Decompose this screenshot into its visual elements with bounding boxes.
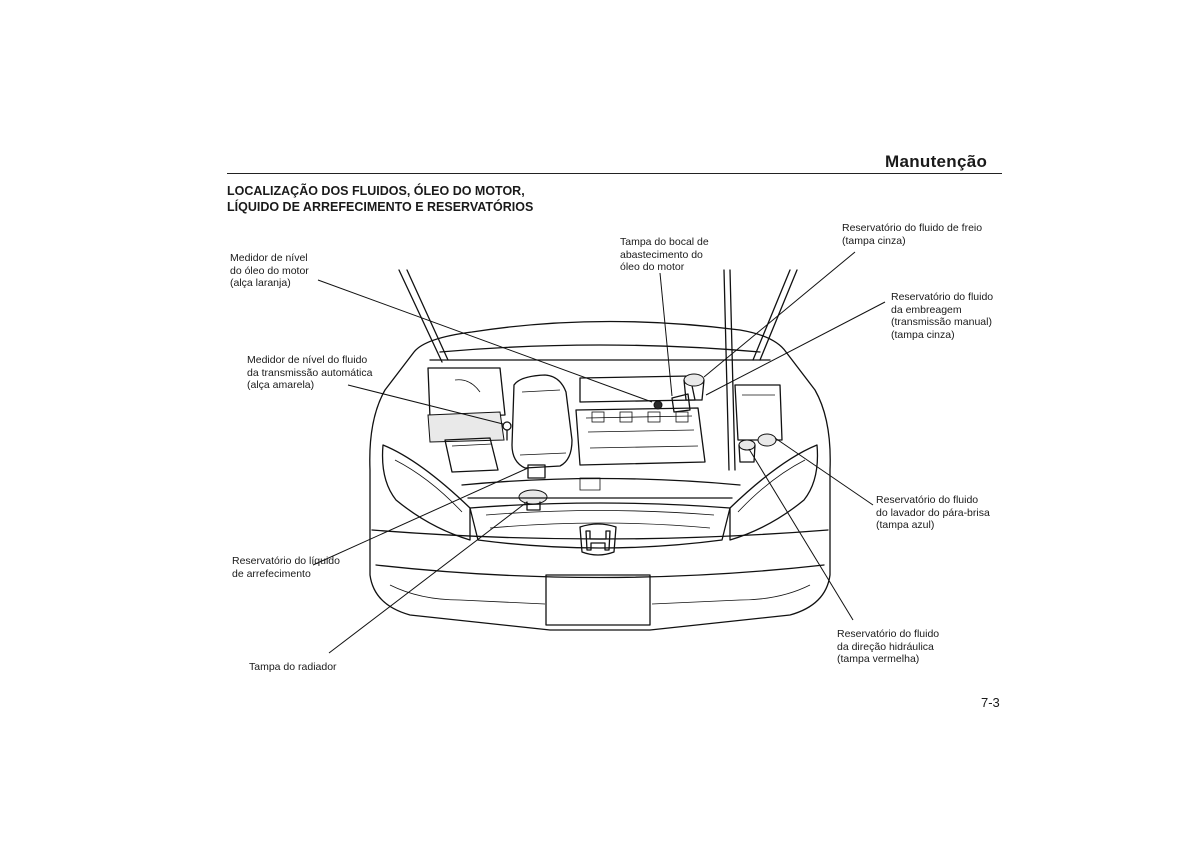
label-line: da direção hidráulica <box>837 640 934 653</box>
label-line: (transmissão manual) <box>891 316 992 329</box>
leader-brake-fluid <box>703 251 856 378</box>
page-heading-line-1: LOCALIZAÇÃO DOS FLUIDOS, ÓLEO DO MOTOR, <box>227 184 525 198</box>
label-line: do óleo do motor <box>230 264 309 277</box>
leader-atf-dipstick <box>347 384 504 425</box>
label-line: Reservatório do fluido de freio <box>842 222 983 234</box>
label-line: (tampa azul) <box>876 519 935 532</box>
label-clutch-fluid: Reservatório do fluido da embreagem (tra… <box>891 291 993 341</box>
callout-lines <box>312 251 886 654</box>
page-heading-line-2: LÍQUIDO DE ARREFECIMENTO E RESERVATÓRIOS <box>227 200 534 214</box>
label-line: (tampa vermelha) <box>837 653 920 666</box>
label-coolant-reservoir: Reservatório do líquido de arrefecimento <box>232 555 340 580</box>
label-line: Tampa do radiador <box>249 661 337 673</box>
label-washer-fluid: Reservatório do fluido do lavador do pár… <box>876 494 990 532</box>
label-line: Medidor de nível do fluido <box>247 354 368 366</box>
page-number: 7-3 <box>981 695 1000 710</box>
label-line: (tampa cinza) <box>842 234 906 247</box>
label-oil-dipstick: Medidor de nível do óleo do motor (alça … <box>230 252 309 290</box>
label-line: (tampa cinza) <box>891 328 955 341</box>
leader-clutch-fluid <box>705 301 886 396</box>
label-radiator-cap: Tampa do radiador <box>249 661 337 674</box>
label-line: (alça amarela) <box>247 379 315 392</box>
label-line: Reservatório do fluido <box>837 628 940 640</box>
label-line: (alça laranja) <box>230 277 291 290</box>
label-line: da transmissão automática <box>247 366 373 379</box>
label-power-steering: Reservatório do fluido da direção hidráu… <box>837 628 939 666</box>
label-line: abastecimento do <box>620 248 703 261</box>
label-line: Medidor de nível <box>230 252 308 264</box>
leader-coolant-reservoir <box>312 467 529 566</box>
label-brake-fluid: Reservatório do fluido de freio (tampa c… <box>842 222 982 247</box>
leader-washer-fluid <box>774 437 874 506</box>
label-line: Reservatório do líquido <box>232 555 340 567</box>
label-line: Reservatório do fluido <box>876 494 979 506</box>
leader-oil-dipstick <box>317 279 653 403</box>
label-line: Reservatório do fluido <box>891 291 994 303</box>
label-line: do lavador do pára-brisa <box>876 506 990 519</box>
leader-power-steering <box>748 448 854 621</box>
label-line: Tampa do bocal de <box>620 236 709 248</box>
header-divider <box>227 173 1002 174</box>
label-atf-dipstick: Medidor de nível do fluido da transmissã… <box>247 354 372 392</box>
label-line: óleo do motor <box>620 261 685 274</box>
section-title: Manutenção <box>885 152 988 171</box>
label-oil-filler-cap: Tampa do bocal de abastecimento do óleo … <box>620 236 709 274</box>
label-line: da embreagem <box>891 303 962 316</box>
honda-h-emblem-icon <box>579 523 617 556</box>
leader-radiator-cap <box>328 501 528 654</box>
label-line: de arrefecimento <box>232 567 311 580</box>
leader-oil-filler-cap <box>659 272 673 397</box>
